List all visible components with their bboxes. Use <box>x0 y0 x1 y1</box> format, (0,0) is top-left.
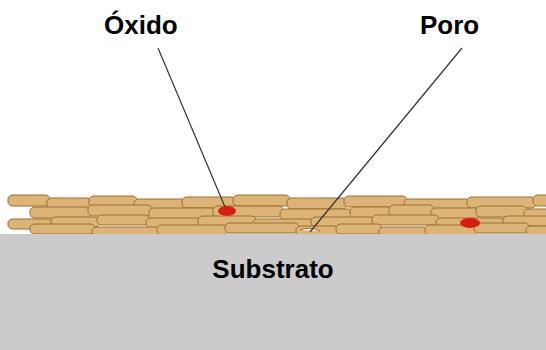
lamella <box>389 205 434 216</box>
lamella <box>88 205 152 216</box>
oxide-inclusion <box>218 206 236 216</box>
lamella <box>476 206 527 217</box>
part-label: Poro <box>420 10 479 41</box>
oxide-inclusion <box>460 218 480 228</box>
lamella <box>30 224 95 234</box>
coating-lamellae <box>8 195 546 237</box>
part-label: Óxido <box>104 10 178 41</box>
region-label: Substrato <box>0 254 546 285</box>
lamella <box>287 198 347 209</box>
lamella <box>97 215 149 225</box>
lamella <box>533 195 546 206</box>
lamella <box>225 223 299 233</box>
lamella <box>233 195 290 206</box>
leader-line <box>158 48 225 207</box>
substrate-block: Substrato <box>0 234 546 350</box>
lamella <box>372 215 439 225</box>
lamella <box>336 224 382 234</box>
leader-line <box>310 48 462 232</box>
lamella <box>8 195 50 206</box>
pore <box>300 228 320 231</box>
lamella <box>30 207 91 218</box>
lamella <box>213 206 283 217</box>
lamella <box>474 223 529 233</box>
